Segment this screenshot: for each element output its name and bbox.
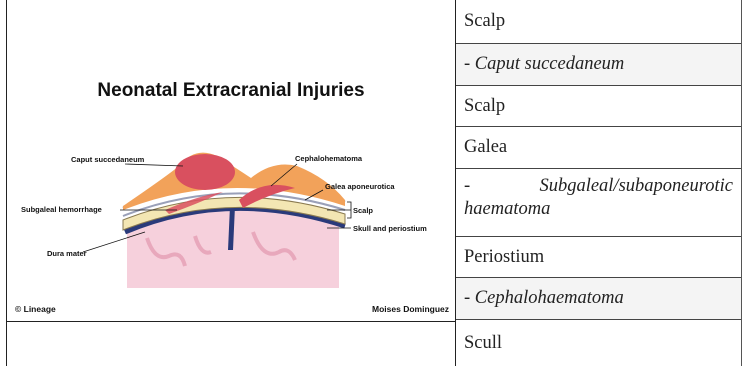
table-cell: Periostium	[464, 247, 544, 268]
table-cell: Galea	[464, 137, 507, 158]
table-row: - Caput succedaneum	[456, 44, 741, 86]
table-cell: - Caput succedaneum	[464, 54, 624, 75]
table-row: - Subgaleal/subaponeurotic haematoma	[456, 169, 741, 237]
label-skull-periostium: Skull and periostium	[353, 224, 427, 233]
table-cell: Scalp	[464, 96, 505, 117]
table-row: Scull	[456, 320, 741, 366]
table-row: - Cephalohaematoma	[456, 278, 741, 320]
table-cell: Scalp	[464, 11, 505, 32]
table-row: Scalp	[456, 0, 741, 44]
figure-bottom-rule	[7, 321, 455, 322]
table-cell: - Subgaleal/subaponeurotic haematoma	[464, 176, 733, 219]
caput-leader	[125, 164, 183, 166]
label-dura-mater: Dura mater	[47, 249, 87, 258]
label-cephalohematoma: Cephalohematoma	[295, 154, 363, 163]
table-row: Periostium	[456, 237, 741, 278]
credit-right: Moises Dominguez	[372, 304, 449, 314]
layers-table: Scalp - Caput succedaneum Scalp Galea - …	[456, 0, 742, 366]
table-row: Scalp	[456, 86, 741, 127]
label-galea-aponeurotica: Galea aponeurotica	[325, 182, 395, 191]
label-caput-succedaneum: Caput succedaneum	[71, 155, 145, 164]
credit-left: © Lineage	[15, 304, 56, 314]
caput-succedaneum-swelling	[175, 154, 235, 190]
table-cell: - Cephalohaematoma	[464, 288, 624, 309]
illustration-panel: Neonatal Extracranial Injuries	[6, 0, 456, 366]
label-subgaleal-hemorrhage: Subgaleal hemorrhage	[21, 205, 102, 214]
table-cell: Scull	[464, 333, 502, 354]
label-scalp: Scalp	[353, 206, 373, 215]
table-row: Galea	[456, 127, 741, 169]
